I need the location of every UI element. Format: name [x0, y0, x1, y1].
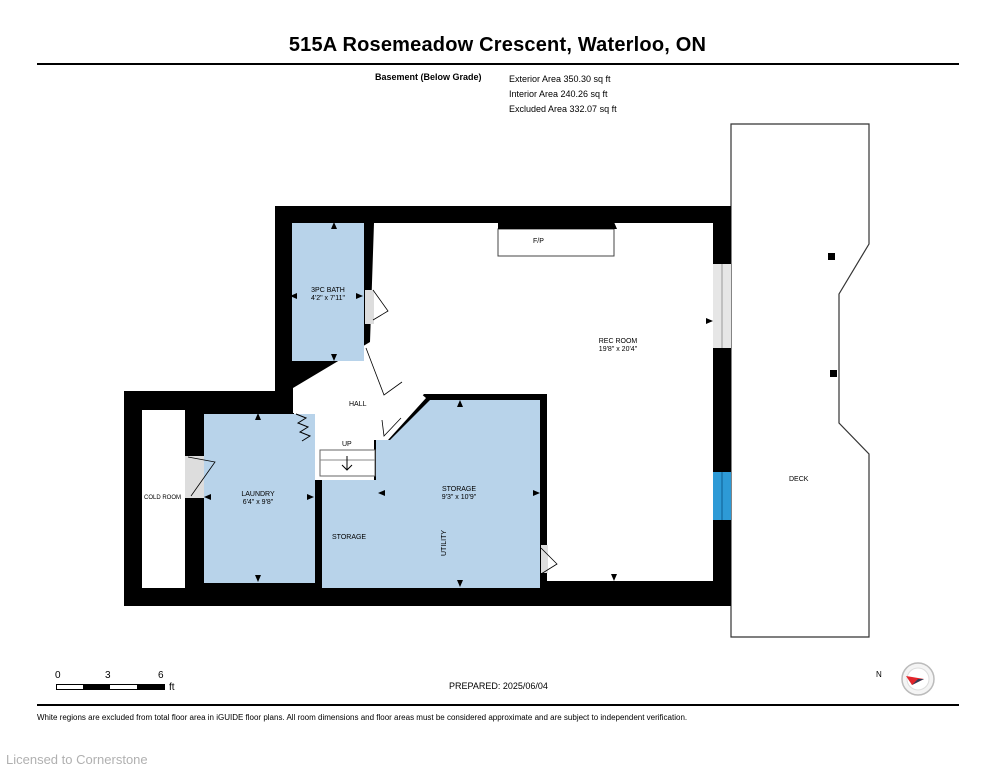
deck-label: DECK: [789, 476, 809, 483]
bath-dims: 4'2" x 7'11": [311, 295, 345, 302]
laundry-floor: [204, 414, 315, 583]
watermark: Licensed to Cornerstone: [6, 752, 148, 767]
compass-north: N: [876, 670, 882, 679]
storage-secondary-label: STORAGE: [332, 534, 367, 541]
scale-zero: 0: [55, 670, 61, 681]
scale-three: 3: [105, 670, 111, 681]
header-divider: [37, 63, 959, 65]
rec-room-label: REC ROOM 19'8" x 20'4": [580, 338, 656, 354]
laundry-name: LAUNDRY: [241, 491, 275, 498]
rec-room-floor: [293, 223, 713, 581]
deck-post: [830, 370, 837, 377]
cold-room-floor: [142, 410, 185, 588]
utility-label: UTILITY: [441, 529, 448, 556]
level-name: Basement (Below Grade): [375, 72, 482, 82]
bath-label: 3PC BATH 4'2" x 7'11": [300, 287, 356, 303]
footer-note: White regions are excluded from total fl…: [37, 713, 688, 722]
excluded-area: Excluded Area 332.07 sq ft: [509, 104, 617, 114]
bath-name: 3PC BATH: [311, 287, 345, 294]
fireplace-label: F/P: [533, 238, 544, 245]
storage-label: STORAGE 9'3" x 10'9": [427, 486, 491, 502]
area-summary: Exterior Area 350.30 sq ft Interior Area…: [509, 72, 617, 117]
scale-bar-graphic: [56, 684, 165, 690]
storage-name: STORAGE: [441, 486, 477, 493]
scale-unit: ft: [169, 682, 175, 693]
bath-floor: [292, 223, 364, 361]
exterior-area: Exterior Area 350.30 sq ft: [509, 74, 611, 84]
rec-room-dims: 19'8" x 20'4": [598, 346, 638, 353]
storage-dims: 9'3" x 10'9": [441, 494, 477, 501]
laundry-dims: 6'4" x 9'8": [242, 499, 274, 506]
storage-floor: [322, 400, 540, 588]
hall-label: HALL: [349, 401, 367, 408]
interior-area: Interior Area 240.26 sq ft: [509, 89, 608, 99]
laundry-label: LAUNDRY 6'4" x 9'8": [226, 491, 290, 507]
deck-post: [828, 253, 835, 260]
rec-room-name: REC ROOM: [598, 338, 638, 345]
deck-outline: [730, 123, 870, 638]
page-title: 515A Rosemeadow Crescent, Waterloo, ON: [288, 34, 707, 56]
compass-icon: [901, 662, 935, 696]
footer-divider: [37, 704, 959, 706]
stairs-up-label: UP: [342, 441, 352, 448]
scale-six: 6: [158, 670, 164, 681]
hall-floor: [294, 347, 426, 452]
prepared-date: PREPARED: 2025/06/04: [449, 681, 548, 691]
fireplace: [497, 228, 615, 257]
cold-room-label: COLD ROOM: [144, 495, 182, 501]
